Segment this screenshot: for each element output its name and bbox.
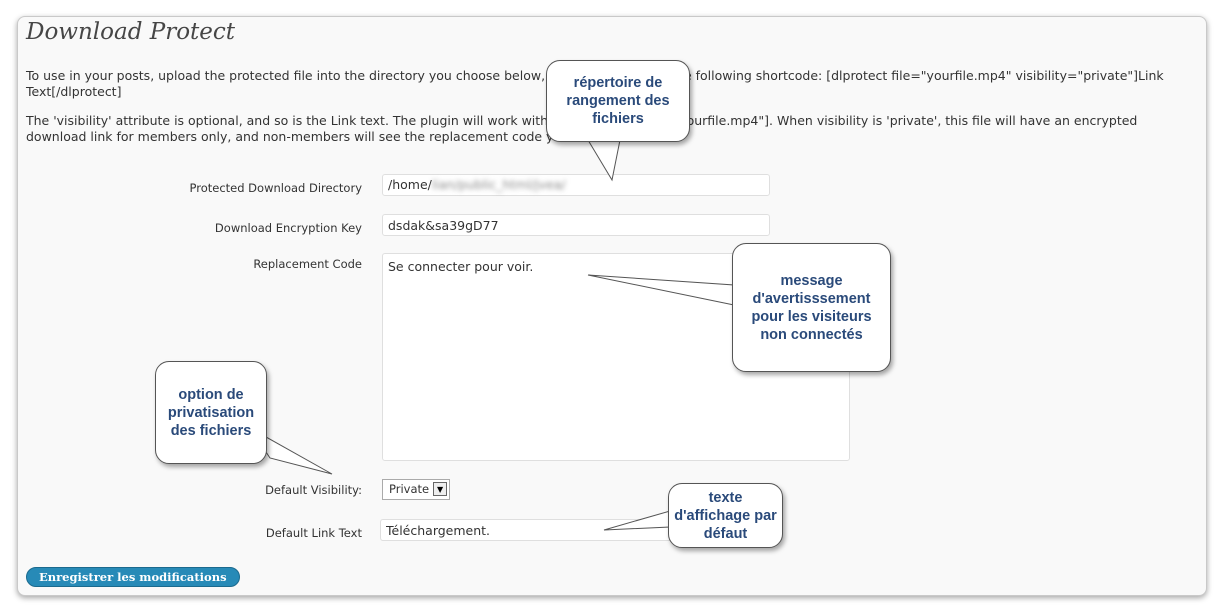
directory-label: Protected Download Directory	[189, 181, 362, 195]
callout-warning: message d'avertisssement pour les visite…	[732, 243, 891, 372]
visibility-select[interactable]: Private ▼	[382, 479, 451, 500]
save-button[interactable]: Enregistrer les modifications	[26, 567, 240, 587]
visibility-value: Private	[389, 482, 430, 496]
chevron-down-icon[interactable]: ▼	[433, 482, 448, 496]
encryption-key-input[interactable]	[382, 214, 770, 236]
page-title: Download Protect	[26, 19, 236, 45]
link-text-input[interactable]	[380, 519, 686, 541]
directory-value: /home/	[388, 177, 432, 192]
link-text-label: Default Link Text	[265, 526, 362, 540]
callout-display: texte d'affichage par défaut	[668, 483, 783, 548]
directory-input[interactable]: /home/lian/public_html/jvea/	[382, 174, 770, 196]
visibility-label: Default Visibility:	[265, 483, 362, 497]
callout-privacy: option de privatisation des fichiers	[155, 361, 267, 464]
callout-directory: répertoire de rangement des fichiers	[546, 60, 690, 142]
key-label: Download Encryption Key	[214, 221, 362, 235]
replacement-label: Replacement Code	[253, 257, 362, 271]
directory-blurred-path: lian/public_html/jvea/	[431, 177, 566, 192]
visibility-note: The 'visibility' attribute is optional, …	[26, 113, 1138, 144]
